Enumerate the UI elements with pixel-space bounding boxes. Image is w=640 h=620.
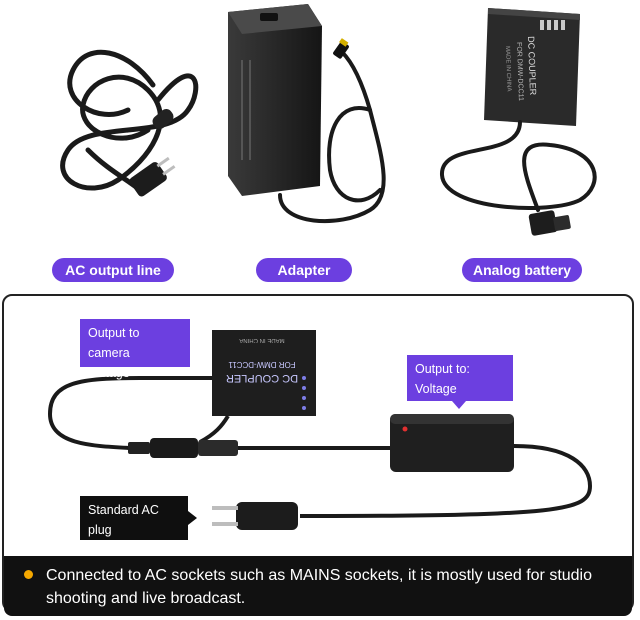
footer-note-text: Connected to AC sockets such as MAINS so…: [46, 567, 593, 607]
ac-plug-callout: Standard AC plug Input: 100-240V: [80, 496, 188, 557]
dc-coupler-battery-photo: [439, 8, 597, 236]
power-adapter-photo: [228, 4, 386, 224]
adapter-label: Adapter: [256, 258, 352, 282]
adapter-output-voltage: Voltage 9V~4.5A: [415, 382, 464, 416]
dummy-battery-shape: [212, 330, 316, 416]
ac-plug-callout-tail: [188, 511, 197, 525]
ac-plug-input: Input: 100-240V: [88, 543, 177, 557]
camera-output-callout: Output to camera Voltage ≤9V~4.5A: [80, 319, 190, 400]
connection-diagram: [47, 330, 593, 530]
adapter-brick-shape: [390, 414, 514, 472]
dummy-battery-brand: DC COUPLER: [225, 372, 299, 384]
ac-output-line-photo: [60, 49, 199, 197]
adapter-output-title: Output to:: [415, 362, 470, 376]
analog-battery-label: Analog battery: [462, 258, 582, 282]
bullet-dot-icon: [24, 570, 33, 579]
camera-output-voltage: Voltage ≤9V~4.5A: [88, 366, 144, 400]
dummy-battery-origin: MADE IN CHINA: [239, 337, 285, 343]
ac-output-line-label: AC output line: [52, 258, 174, 282]
adapter-output-callout: Output to: Voltage 9V~4.5A: [407, 355, 513, 416]
adapter-output-callout-tail: [452, 401, 466, 409]
footer-note-band: Connected to AC sockets such as MAINS so…: [4, 556, 632, 616]
dummy-battery-model: FOR DMW-DCC11: [228, 360, 296, 369]
ac-plug-shape: [236, 502, 298, 530]
camera-output-title: Output to camera: [88, 326, 140, 360]
battery-brand-print: DC COUPLER: [526, 36, 539, 96]
ac-plug-title: Standard AC plug: [88, 503, 159, 537]
